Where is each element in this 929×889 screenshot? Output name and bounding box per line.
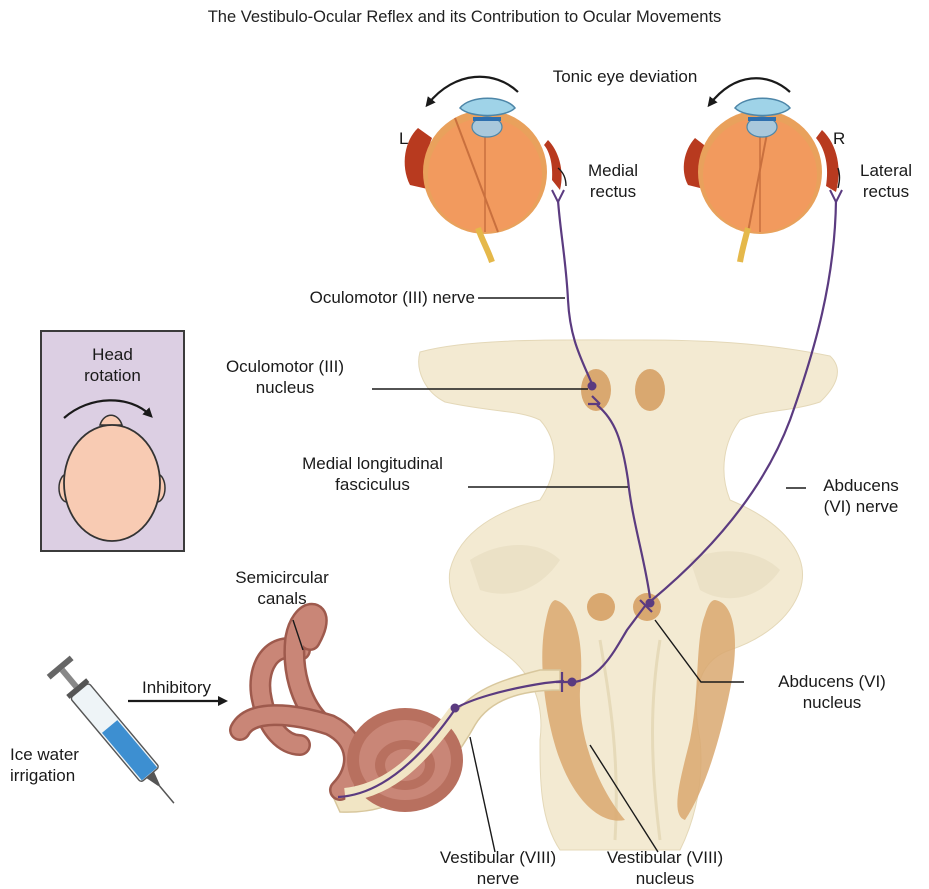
oculomotor-nerve-label: Oculomotor (III) nerve xyxy=(230,287,475,308)
inhibitory-label: Inhibitory xyxy=(142,677,211,698)
lateral-rectus-label: Lateral rectus xyxy=(846,160,926,202)
left-eye-label: L xyxy=(399,128,408,149)
tonic-deviation-label: Tonic eye deviation xyxy=(525,66,725,87)
oculomotor-nucleus-right xyxy=(635,369,665,411)
semicircular-canals xyxy=(240,614,463,812)
abducens-nucleus-label: Abducens (VI) nucleus xyxy=(752,671,912,713)
brainstem xyxy=(419,340,838,850)
semicircular-canals-label: Semicircular canals xyxy=(222,567,342,609)
left-eye xyxy=(405,98,562,262)
right-eye-label: R xyxy=(833,128,845,149)
head-rotation-label: Head rotation xyxy=(40,344,185,386)
vestibular-nerve-label: Vestibular (VIII) nerve xyxy=(418,847,578,889)
right-eye xyxy=(684,98,839,262)
medial-rectus-label: Medial rectus xyxy=(568,160,658,202)
abducens-nerve-label: Abducens (VI) nerve xyxy=(806,475,916,517)
head-illustration xyxy=(59,415,165,541)
abducens-nucleus-left xyxy=(587,593,615,621)
oculomotor-nucleus-label: Oculomotor (III) nucleus xyxy=(205,356,365,398)
ice-water-label: Ice water irrigation xyxy=(10,744,79,786)
mlf-label: Medial longitudinal fasciculus xyxy=(280,453,465,495)
vestibular-nucleus-label: Vestibular (VIII) nucleus xyxy=(585,847,745,889)
